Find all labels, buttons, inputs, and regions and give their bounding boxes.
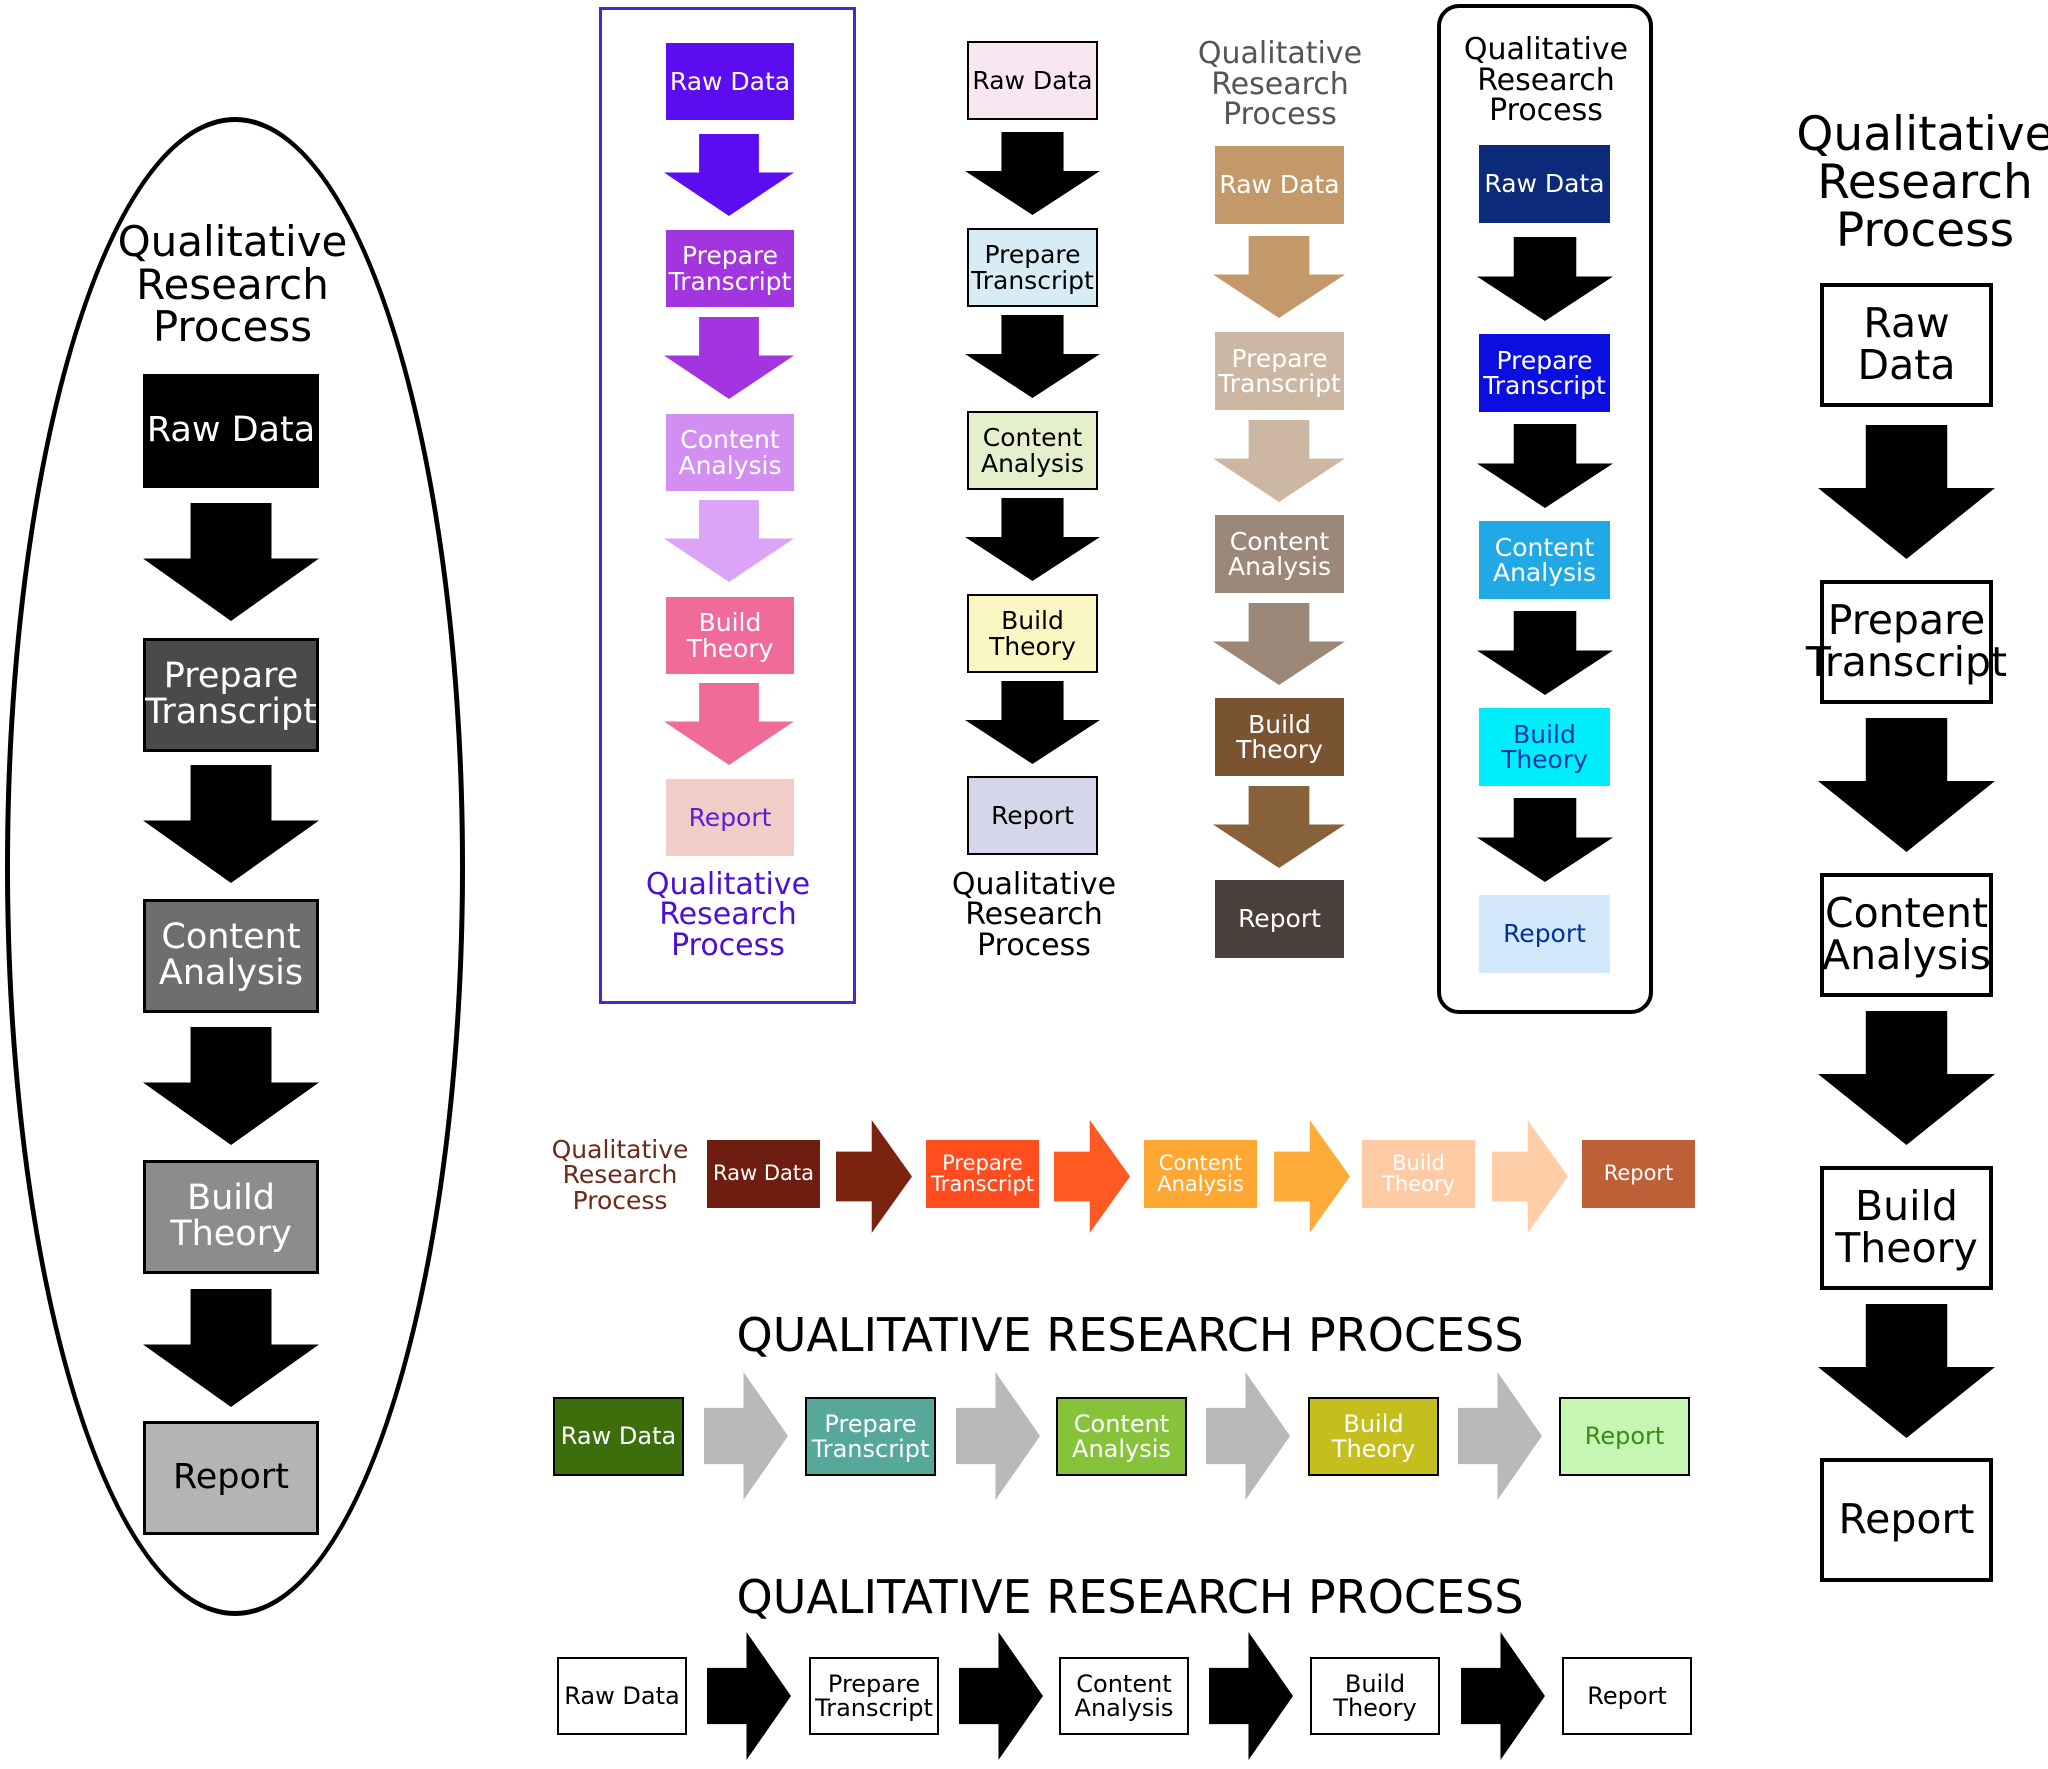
outline-row-arrow-icon-1 — [707, 1632, 791, 1760]
green-row-step-5: Report — [1559, 1397, 1690, 1476]
oval-black-step-5: Report — [143, 1421, 319, 1535]
warm-row-step-4: Build Theory — [1362, 1140, 1475, 1208]
warm-row-arrow-icon-4 — [1492, 1120, 1568, 1233]
warm-row-title: Qualitative Research Process — [551, 1134, 689, 1215]
outline-large-arrow-icon-3 — [1818, 1011, 1995, 1145]
outline-row-step-2: Prepare Transcript — [809, 1657, 939, 1735]
warm-row-step-2: Prepare Transcript — [926, 1140, 1039, 1208]
outline-row-step-5: Report — [1562, 1657, 1692, 1735]
outline-large-step-5: Report — [1820, 1458, 1993, 1582]
green-row-title: QUALITATIVE RESEARCH PROCESS — [736, 1307, 1524, 1362]
blue-frame-step-5: Report — [1479, 895, 1610, 973]
purple-frame-step-1: Raw Data — [666, 43, 794, 120]
green-row-arrow-icon-3 — [1206, 1372, 1290, 1500]
oval-black-step-1: Raw Data — [143, 374, 319, 488]
blue-frame-arrow-icon-2 — [1477, 424, 1613, 508]
purple-frame-step-2: Prepare Transcript — [666, 230, 794, 307]
tan-arrow-icon-3 — [1213, 603, 1345, 685]
blue-frame-arrow-icon-4 — [1477, 798, 1613, 882]
green-row-arrow-icon-4 — [1458, 1372, 1542, 1500]
tan-arrow-icon-2 — [1213, 420, 1345, 502]
oval-black-arrow-icon-2 — [143, 765, 319, 883]
outline-row-step-1: Raw Data — [557, 1657, 687, 1735]
oval-black-step-3: Content Analysis — [143, 899, 319, 1013]
warm-row-arrow-icon-2 — [1054, 1120, 1130, 1233]
warm-row-arrow-icon-3 — [1274, 1120, 1350, 1233]
green-row-arrow-icon-1 — [704, 1372, 788, 1500]
outline-large-arrow-icon-4 — [1818, 1304, 1995, 1438]
outline-row-arrow-icon-4 — [1461, 1632, 1545, 1760]
tan-step-5: Report — [1215, 880, 1344, 958]
tan-arrow-icon-4 — [1213, 786, 1345, 868]
blue-rounded-frame — [1437, 4, 1653, 1014]
warm-row-step-3: Content Analysis — [1144, 1140, 1257, 1208]
pastel-step-1: Raw Data — [967, 41, 1098, 120]
purple-frame-arrow-icon-1 — [664, 134, 794, 216]
blue-frame-arrow-icon-3 — [1477, 611, 1613, 695]
outline-row-arrow-icon-3 — [1209, 1632, 1293, 1760]
outline-row-step-4: Build Theory — [1310, 1657, 1440, 1735]
blue-frame-step-4: Build Theory — [1479, 708, 1610, 786]
tan-step-1: Raw Data — [1215, 146, 1344, 224]
blue-title: Qualitative Research Process — [1463, 32, 1629, 129]
pastel-step-4: Build Theory — [967, 594, 1098, 673]
purple-frame-step-4: Build Theory — [666, 597, 794, 674]
blue-frame-step-2: Prepare Transcript — [1479, 334, 1610, 412]
outline-large-step-4: Build Theory — [1820, 1166, 1993, 1290]
outline-large-step-3: Content Analysis — [1820, 873, 1993, 997]
outline-row-title: QUALITATIVE RESEARCH PROCESS — [736, 1569, 1524, 1624]
tan-step-2: Prepare Transcript — [1215, 332, 1344, 410]
purple-frame-step-5: Report — [666, 779, 794, 856]
oval-black-arrow-icon-3 — [143, 1027, 319, 1145]
oval-black-step-4: Build Theory — [143, 1160, 319, 1274]
oval-black-arrow-icon-4 — [143, 1289, 319, 1407]
oval-black-arrow-icon-1 — [143, 503, 319, 621]
green-row-step-2: Prepare Transcript — [805, 1397, 936, 1476]
tan-step-3: Content Analysis — [1215, 515, 1344, 593]
purple-frame-arrow-icon-4 — [664, 683, 794, 765]
outline-large-step-2: Prepare Transcript — [1806, 580, 2007, 704]
purple-title: Qualitative Research Process — [645, 866, 811, 963]
purple-rect-frame — [599, 7, 856, 1004]
oval-title: Qualitative Research Process — [117, 216, 348, 352]
oval-frame — [5, 117, 465, 1616]
warm-row-arrow-icon-1 — [836, 1120, 912, 1233]
pastel-step-3: Content Analysis — [967, 411, 1098, 490]
pastel-arrow-icon-4 — [965, 681, 1100, 764]
purple-frame-step-3: Content Analysis — [666, 414, 794, 491]
outline-large-step-1: Raw Data — [1820, 283, 1993, 407]
pastel-title: Qualitative Research Process — [951, 866, 1117, 963]
tan-step-4: Build Theory — [1215, 698, 1344, 776]
blue-frame-arrow-icon-1 — [1477, 237, 1613, 321]
purple-frame-arrow-icon-3 — [664, 500, 794, 582]
outline-large-arrow-icon-2 — [1818, 718, 1995, 852]
pastel-step-5: Report — [967, 776, 1098, 855]
pastel-arrow-icon-1 — [965, 132, 1100, 215]
outline-row-arrow-icon-2 — [959, 1632, 1043, 1760]
purple-frame-arrow-icon-2 — [664, 317, 794, 399]
tan-title: Qualitative Research Process — [1197, 36, 1363, 133]
warm-row-step-1: Raw Data — [707, 1140, 820, 1208]
outline-large-arrow-icon-1 — [1818, 425, 1995, 559]
green-row-step-3: Content Analysis — [1056, 1397, 1187, 1476]
oval-black-step-2: Prepare Transcript — [143, 638, 319, 752]
pastel-arrow-icon-3 — [965, 498, 1100, 581]
pastel-arrow-icon-2 — [965, 315, 1100, 398]
tan-arrow-icon-1 — [1213, 236, 1345, 318]
warm-row-step-5: Report — [1582, 1140, 1695, 1208]
blue-frame-step-3: Content Analysis — [1479, 521, 1610, 599]
blue-frame-step-1: Raw Data — [1479, 145, 1610, 223]
green-row-arrow-icon-2 — [956, 1372, 1040, 1500]
outline-row-step-3: Content Analysis — [1059, 1657, 1189, 1735]
green-row-step-1: Raw Data — [553, 1397, 684, 1476]
green-row-step-4: Build Theory — [1308, 1397, 1439, 1476]
pastel-step-2: Prepare Transcript — [967, 228, 1098, 307]
outline-large-title: Qualitative Research Process — [1796, 107, 2048, 258]
